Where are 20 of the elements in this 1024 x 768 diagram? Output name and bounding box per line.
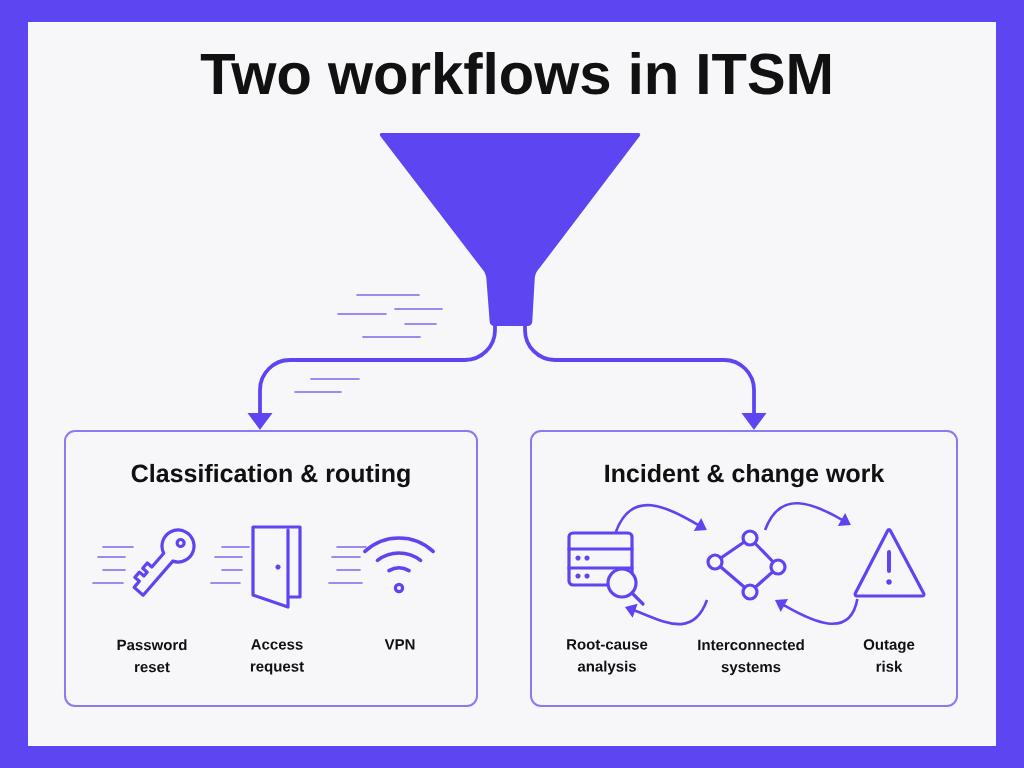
icon-label: Interconnected systems [698, 639, 804, 676]
curved-arrow [614, 504, 707, 533]
curved-arrow [763, 502, 851, 531]
icon-label: Root-cause analysis [567, 639, 648, 675]
wifi-icon [363, 536, 435, 594]
key-icon [132, 528, 196, 597]
warning-icon [853, 527, 926, 598]
icon-label: Password reset [117, 639, 187, 673]
title: Two workflows in ITSM [200, 51, 831, 95]
icon-label: Access request [250, 639, 304, 675]
door-icon [251, 525, 302, 609]
panel [530, 430, 958, 707]
panel-heading: Incident & change work [605, 463, 885, 488]
server-search-icon [567, 531, 645, 606]
icon-label: Outage risk [863, 639, 915, 672]
network-icon [706, 529, 787, 601]
panel [64, 430, 478, 707]
icon-label: VPN [384, 639, 415, 650]
funnel [379, 133, 641, 326]
panel-heading: Classification & routing [131, 463, 410, 488]
